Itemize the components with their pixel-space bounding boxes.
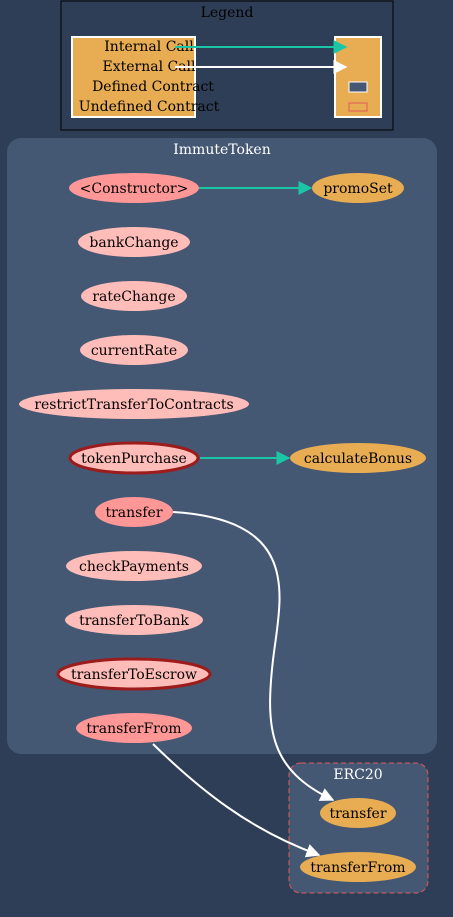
legend-external-call-label: External Call [102, 59, 196, 75]
node-transfertobank[interactable]: transferToBank [65, 605, 203, 635]
node-restricttransfertocontracts-label: restrictTransferToContracts [34, 397, 233, 413]
node-checkpayments[interactable]: checkPayments [66, 551, 202, 581]
legend-internal-call-label: Internal Call [104, 39, 194, 55]
legend-undefined-contract-label: Undefined Contract [79, 99, 220, 115]
node-erc20-transfer-label: transfer [329, 806, 386, 822]
node-bankchange[interactable]: bankChange [78, 227, 190, 257]
edge-transfer-erc20-transfer [172, 511, 335, 801]
node-tokenpurchase[interactable]: tokenPurchase [68, 441, 200, 475]
node-transfertoescrow[interactable]: transferToEscrow [56, 657, 212, 691]
legend-defined-contract-swatch [348, 81, 368, 93]
legend-label-box [71, 36, 196, 118]
node-promoset[interactable]: promoSet [312, 173, 404, 203]
legend-undefined-contract-swatch [348, 102, 368, 112]
node-transfer-label: transfer [105, 505, 162, 521]
node-ratechange[interactable]: rateChange [81, 281, 187, 311]
node-ratechange-label: rateChange [92, 289, 175, 305]
legend: Legend Internal Call External Call Defin… [60, 0, 394, 131]
legend-defined-contract-label: Defined Contract [92, 79, 214, 95]
node-transfer[interactable]: transfer [95, 497, 173, 527]
nodes: <Constructor> promoSet bankChange rateCh… [19, 173, 426, 882]
node-transferfrom[interactable]: transferFrom [76, 713, 192, 743]
edges [152, 181, 335, 858]
node-erc20-transfer[interactable]: transfer [320, 798, 396, 828]
edge-transferfrom-erc20-transferfrom [152, 743, 321, 858]
node-currentrate[interactable]: currentRate [80, 335, 188, 365]
node-constructor[interactable]: <Constructor> [69, 173, 199, 203]
node-restricttransfertocontracts[interactable]: restrictTransferToContracts [19, 389, 249, 419]
node-erc20-transferfrom[interactable]: transferFrom [300, 852, 416, 882]
node-bankchange-label: bankChange [89, 235, 178, 251]
node-erc20-transferfrom-label: transferFrom [310, 860, 405, 876]
node-promoset-label: promoSet [323, 181, 393, 197]
node-checkpayments-label: checkPayments [79, 559, 189, 575]
node-calculatebonus-label: calculateBonus [304, 451, 412, 467]
node-calculatebonus[interactable]: calculateBonus [290, 443, 426, 473]
node-transferfrom-label: transferFrom [86, 721, 181, 737]
node-transfertoescrow-label: transferToEscrow [71, 667, 197, 683]
node-transfertobank-label: transferToBank [79, 613, 189, 629]
legend-title: Legend [201, 5, 254, 21]
cluster-immutetoken-title: ImmuteToken [173, 142, 270, 158]
node-tokenpurchase-label: tokenPurchase [81, 451, 187, 467]
node-currentrate-label: currentRate [91, 343, 177, 359]
node-constructor-label: <Constructor> [80, 181, 189, 197]
cluster-erc20-title: ERC20 [333, 767, 382, 783]
legend-frame [60, 0, 394, 131]
legend-sample-box [334, 36, 382, 118]
